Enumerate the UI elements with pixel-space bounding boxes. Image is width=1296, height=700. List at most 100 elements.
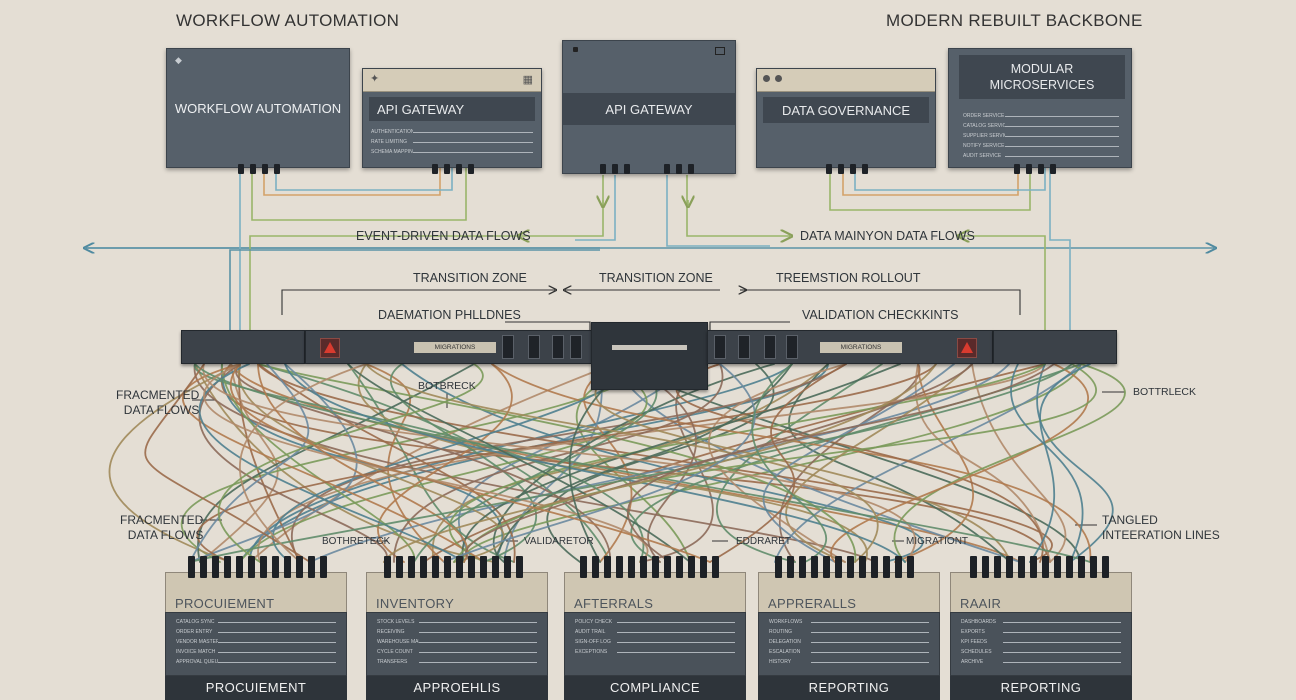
switch-icon [786,335,798,359]
connector-plug-icon [1042,556,1049,578]
module-body: STOCK LEVELS RECEIVING WAREHOUSE MAP CYC… [366,612,548,676]
module-line: STOCK LEVELS [377,619,415,625]
connector-plug-icon [850,164,856,174]
heading-right: MODERN REBUILT BACKBONE [886,11,1143,30]
gear-icon: ✦ [370,73,380,85]
connector-plug-icon [592,556,599,578]
connector-plug-icon [468,556,475,578]
flow-label-left: EVENT-DRIVEN DATA FLOWS [356,229,531,243]
zone-label-left: TRANSITION ZONE [413,271,527,285]
ms-line: NOTIFY SERVICE [963,143,1005,149]
modular-microservices-title: MODULAR MICROSERVICES [959,55,1125,99]
module-title: INVENTORY [376,596,455,611]
tangled-wire [249,363,793,563]
callout-bottom-2: VALIDARETOR [524,536,594,547]
connector-plug-icon [432,164,438,174]
connector-plug-icon [664,164,670,174]
connector-plug-icon [799,556,806,578]
connector-plug-icon [982,556,989,578]
ms-line: CATALOG SERVICE [963,123,1005,129]
connector-plug-icon [580,556,587,578]
callout-bottom-3: EDDRARET [736,536,792,547]
tangled-wire [915,363,1051,563]
module-lines: WORKFLOWS ROUTING DELEGATION ESCALATION … [769,617,929,667]
tangled-wire [235,363,611,563]
module-procurement: PROCUIEMENT CATALOG SYNC ORDER ENTRY VEN… [165,572,347,700]
connector-plug-icon [516,556,523,578]
module-line: CYCLE COUNT [377,649,413,655]
connector-plug-icon [652,556,659,578]
migrations-tag-right: MIGRATIONS [820,342,902,353]
connector-plug-icon [859,556,866,578]
tangled-wire [218,363,484,563]
connector-plug-icon [1054,556,1061,578]
connector-plug-icon [624,164,630,174]
module-title: RAAIR [960,596,1002,611]
callout-bottleneck-right: BOTTRLECK [1133,386,1197,398]
connector-plug-icon [1090,556,1097,578]
connector-plug-icon [1038,164,1044,174]
switch-icon [714,335,726,359]
sublabel-right: VALIDATION CHECKKINTS [802,308,959,322]
connector-plug-icon [308,556,315,578]
connector-plug-icon [432,556,439,578]
tangled-wire [971,363,1067,563]
warning-icon [957,338,977,358]
connector-plug-icon [444,164,450,174]
module-line: ROUTING [769,629,793,635]
central-hub [591,322,708,390]
module-footer: PROCUIEMENT [165,676,347,700]
tangled-wire [144,363,311,563]
zone-label-center: TRANSITION ZONE [599,271,713,285]
module-line: TRANSFERS [377,659,408,665]
connector-plug-icon [664,556,671,578]
module-line: RECEIVING [377,629,405,635]
module-title: APPRERALLS [768,596,857,611]
gw-line: SCHEMA MAPPING [371,149,413,155]
connector-plug-icon [640,556,647,578]
connector-plug-icon [296,556,303,578]
tangled-wire [383,363,937,563]
connector-plug-icon [970,556,977,578]
tangled-wire [1036,363,1114,563]
connector-plug-icon [188,556,195,578]
module-line: VENDOR MASTER [176,639,218,645]
callout-bottom-4: MIGRATIONT [906,536,969,547]
module-approvals: APPRERALLS WORKFLOWS ROUTING DELEGATION … [758,572,940,700]
connector-plug-icon [420,556,427,578]
module-line: AUDIT TRAIL [575,629,606,635]
module-compliance: AFTERRALS POLICY CHECK AUDIT TRAIL SIGN-… [564,572,746,700]
gw-line: AUTHENTICATION [371,129,413,135]
switch-icon [502,335,514,359]
workflow-automation-box: ◆ WORKFLOW AUTOMATION [166,48,350,168]
tangled-wire [709,363,847,563]
connector-plug-icon [238,164,244,174]
diamond-icon: ◆ [175,55,182,65]
tangled-wire [401,363,924,563]
connector-plug-icon [236,556,243,578]
module-line: HISTORY [769,659,792,665]
data-governance-title: DATA GOVERNANCE [763,97,929,123]
module-lines: DASHBOARDS EXPORTS KPI FEEDS SCHEDULES A… [961,617,1121,667]
connector-plug-icon [1006,556,1013,578]
connector-plug-icon [1050,164,1056,174]
tangled-wire [461,363,901,563]
api-gateway-lines: AUTHENTICATION RATE LIMITING SCHEMA MAPP… [371,127,533,157]
module-body: DASHBOARDS EXPORTS KPI FEEDS SCHEDULES A… [950,612,1132,676]
connector-plug-icon [907,556,914,578]
patch-bar-left: MIGRATIONS [305,330,592,364]
module-line: WORKFLOWS [769,619,803,625]
connector-plug-icon [835,556,842,578]
connector-plug-icon [612,164,618,174]
tangled-wire [443,363,756,563]
module-line: ORDER ENTRY [176,629,213,635]
module-line: WAREHOUSE MAP [377,639,419,645]
connector-plug-icon [250,164,256,174]
module-line: EXCEPTIONS [575,649,608,655]
connector-plug-icon [847,556,854,578]
tangled-wire [290,363,847,563]
module-lines: STOCK LEVELS RECEIVING WAREHOUSE MAP CYC… [377,617,537,667]
connector-plug-icon [1026,164,1032,174]
callout-bottom-1: BOTHRETECK [322,536,391,547]
tangled-wire [257,363,856,563]
